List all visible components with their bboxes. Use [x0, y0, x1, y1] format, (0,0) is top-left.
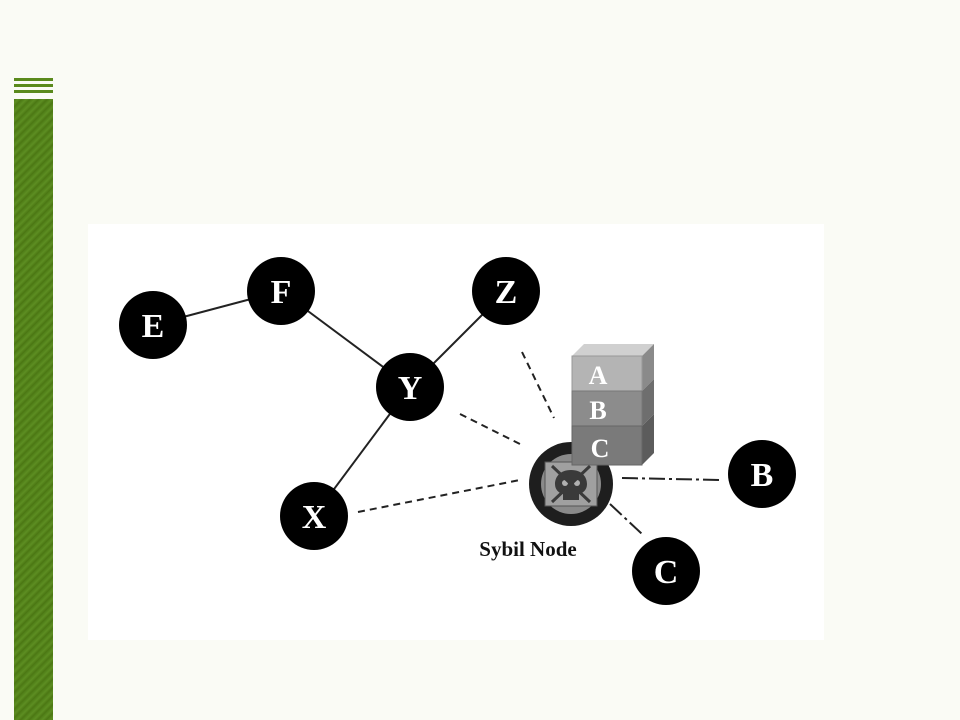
- node-f-label: F: [271, 274, 292, 311]
- identity-a-label: A: [589, 361, 608, 390]
- sybil-node-label: Sybil Node: [479, 537, 576, 561]
- node-x: X: [280, 482, 348, 550]
- edge-sybil-c: [609, 503, 643, 535]
- decorative-line: [14, 84, 53, 87]
- identity-stack: A B C: [571, 344, 654, 466]
- edge-z-sybil: [521, 351, 555, 419]
- node-y-label: Y: [398, 370, 423, 407]
- node-f: F: [247, 257, 315, 325]
- node-c: C: [632, 537, 700, 605]
- edge-y-sybil: [459, 413, 525, 447]
- node-b: B: [728, 440, 796, 508]
- decorative-lines: [14, 78, 53, 98]
- decorative-side-bar: [14, 99, 53, 720]
- node-c-label: C: [654, 554, 679, 591]
- edge-sybil-b: [621, 477, 723, 481]
- identity-b-label: B: [589, 396, 606, 425]
- identity-c-label: C: [591, 434, 610, 463]
- decorative-line: [14, 78, 53, 81]
- node-e: E: [119, 291, 187, 359]
- node-e-label: E: [142, 308, 165, 345]
- node-x-label: X: [302, 499, 327, 536]
- edge-x-sybil: [357, 479, 521, 513]
- node-b-label: B: [751, 457, 774, 494]
- decorative-line: [14, 90, 53, 93]
- skull-icon: [550, 464, 592, 504]
- node-z: Z: [472, 257, 540, 325]
- node-z-label: Z: [495, 274, 518, 311]
- node-y: Y: [376, 353, 444, 421]
- diagram-panel: [88, 224, 824, 640]
